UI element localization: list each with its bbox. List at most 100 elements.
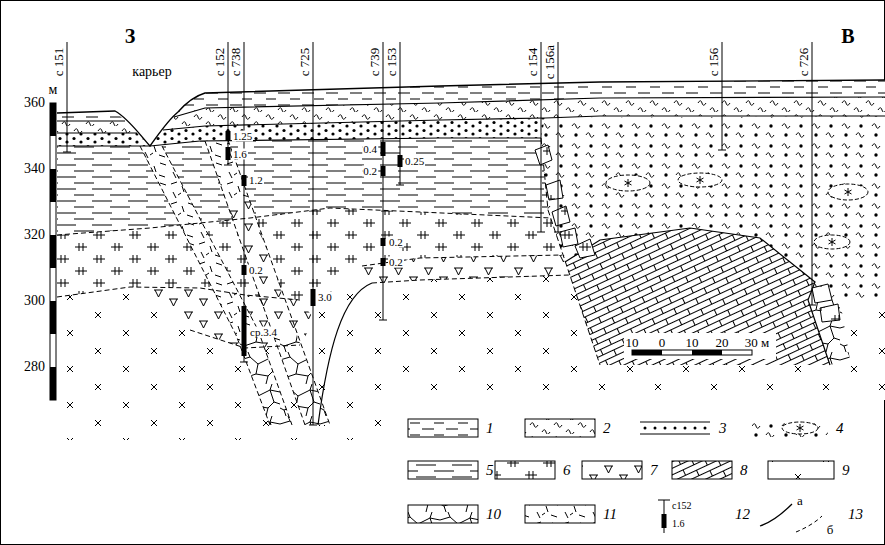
ore-intervals xyxy=(242,265,247,275)
ore-grade: 1.6 xyxy=(232,149,248,160)
elevation-scale xyxy=(50,103,56,400)
legend-number: 4 xyxy=(836,421,844,436)
boreholes xyxy=(808,42,816,305)
legend-swatch xyxy=(782,422,818,434)
legend-swatch xyxy=(495,461,555,479)
ore-intervals xyxy=(242,175,247,186)
ore-grade: 0.2 xyxy=(388,237,404,248)
ore-grade: 0.2 xyxy=(362,166,378,177)
legend-number: 6 xyxy=(563,463,571,478)
elevation-value: 340 xyxy=(24,162,45,176)
rock-units xyxy=(808,300,850,365)
direction-mark: З xyxy=(125,26,136,46)
well-name: с 152 xyxy=(213,48,226,77)
ore-intervals xyxy=(311,289,316,306)
place-name: карьер xyxy=(132,65,171,79)
well-name: с 153 xyxy=(385,48,398,77)
ore-grade: ср.3.4 xyxy=(249,327,278,338)
legend-swatch xyxy=(752,419,828,437)
well-name: с 725 xyxy=(298,48,311,77)
legend-number: 5 xyxy=(486,463,494,478)
legend-swatch xyxy=(662,514,667,528)
elevation-value: 280 xyxy=(24,360,45,374)
contacts xyxy=(57,208,551,235)
legend-number: 1 xyxy=(486,421,494,436)
scale-value: 20 xyxy=(716,336,729,349)
ore-intervals xyxy=(226,131,403,356)
breccia-blocks xyxy=(560,228,578,247)
contacts xyxy=(318,283,372,425)
ore-grade: 0.25 xyxy=(404,156,425,167)
lenses xyxy=(625,176,852,246)
legend-number: 3 xyxy=(719,421,727,436)
ore-intervals xyxy=(381,166,386,176)
well-name: с 156а xyxy=(543,45,556,79)
legend-swatch xyxy=(752,419,828,437)
elevation-scale xyxy=(50,367,56,400)
ore-intervals xyxy=(226,147,231,160)
elevation-scale xyxy=(50,103,56,400)
legend-number: 10 xyxy=(486,507,501,522)
contacts xyxy=(565,228,830,365)
elevation-scale xyxy=(50,103,56,136)
legend-swatch xyxy=(672,461,732,479)
lenses xyxy=(606,173,868,249)
ore-grade: 1.2 xyxy=(248,175,264,186)
ore-grade: 0.4 xyxy=(362,144,378,155)
contacts xyxy=(57,116,885,133)
contacts xyxy=(57,80,885,146)
direction-mark: В xyxy=(841,26,854,46)
scale-value: 0 xyxy=(659,336,666,349)
elevation-scale xyxy=(50,235,56,268)
contacts xyxy=(57,287,300,300)
elevation-scale xyxy=(50,301,56,334)
elevation-value: 300 xyxy=(24,294,45,308)
breccia-blocks xyxy=(546,180,563,200)
unit-label: м xyxy=(49,83,58,97)
scale-value: 10 xyxy=(686,336,699,349)
legend-swatch xyxy=(525,419,595,437)
boreholes xyxy=(379,42,387,320)
boreholes xyxy=(240,42,248,362)
contacts xyxy=(140,146,292,425)
contacts xyxy=(57,138,541,146)
rock-units xyxy=(57,121,137,133)
elevation-value: 320 xyxy=(24,228,45,242)
ore-intervals xyxy=(381,142,386,156)
boreholes xyxy=(63,42,816,425)
contacts xyxy=(541,138,600,365)
ore-intervals xyxy=(398,155,403,167)
legend-number: 13 xyxy=(848,507,863,522)
rock-units xyxy=(57,133,150,146)
legend-number: 7 xyxy=(650,463,658,478)
sample-ore-grade: 1.6 xyxy=(672,519,685,529)
legend-swatch xyxy=(796,516,822,532)
legend-swatch xyxy=(760,504,822,532)
rock-units xyxy=(57,116,885,440)
rock-units xyxy=(565,228,830,365)
contact-type-letter: а xyxy=(797,494,803,507)
legend-swatch xyxy=(408,419,478,437)
distance-scale xyxy=(624,333,776,359)
distance-scale xyxy=(632,350,662,355)
ore-grade: 1.25 xyxy=(232,131,253,142)
well-name: с 151 xyxy=(52,48,65,77)
breccia-blocks xyxy=(812,284,832,303)
ore-grade: 0.2 xyxy=(388,257,404,268)
ore-intervals xyxy=(381,238,386,246)
legend-swatch xyxy=(640,419,710,437)
rock-units xyxy=(362,255,569,283)
rock-units xyxy=(205,140,249,200)
distance-scale xyxy=(624,333,776,359)
legend-swatch xyxy=(582,461,642,479)
legend-panel xyxy=(400,402,883,543)
legend-number: 8 xyxy=(740,463,748,478)
legend-swatch xyxy=(408,461,478,479)
contacts xyxy=(57,97,885,121)
well-name: с 726 xyxy=(797,48,810,77)
legend-panel xyxy=(400,402,883,543)
breccia-blocks xyxy=(820,304,840,322)
scale-value: 30 м xyxy=(745,336,769,349)
